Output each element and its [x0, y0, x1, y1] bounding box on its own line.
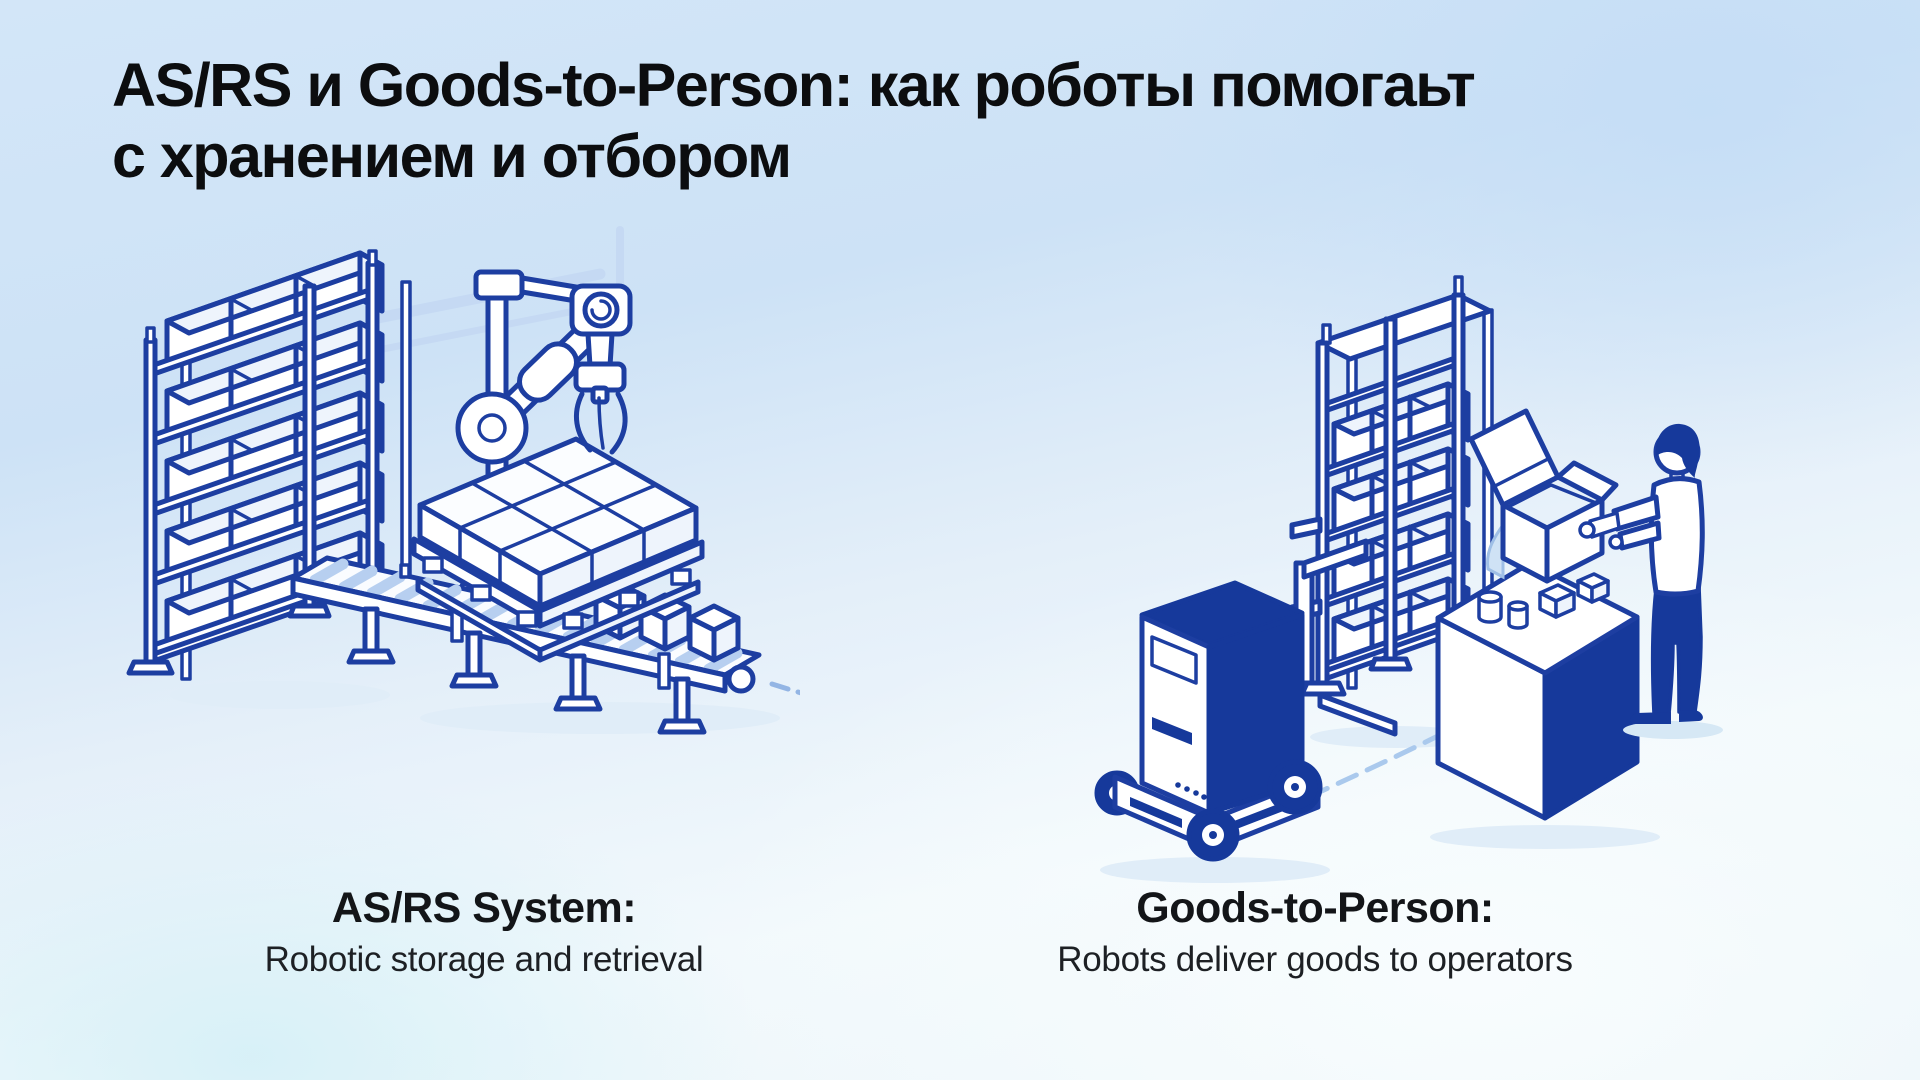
asrs-caption-subtitle: Robotic storage and retrieval	[264, 940, 704, 979]
operator-shoe	[1630, 712, 1671, 724]
asrs-caption: AS/RS System: Robotic storage and retrie…	[134, 884, 834, 980]
gtp-caption-heading: Goods-to-Person:	[1136, 884, 1494, 932]
gripper-claws	[574, 385, 628, 455]
operator-hand	[1608, 534, 1624, 550]
robot-arm-bracket	[473, 269, 525, 301]
conveyor-legs	[346, 605, 707, 735]
page-title: AS/RS и Goods-to-Person: как роботы помо…	[112, 50, 1612, 193]
rack-post	[365, 260, 380, 588]
agv-vent-slot	[1152, 717, 1192, 745]
open-box	[1468, 408, 1619, 584]
operator-torso	[1648, 476, 1705, 597]
robot-arm-sleeve	[517, 341, 579, 403]
rack-post	[1451, 292, 1466, 638]
goods-to-person-illustration	[1094, 275, 1723, 883]
page-title-line2: с хранением и отбором	[112, 122, 792, 191]
page-title-line1: AS/RS и Goods-to-Person: как роботы помо…	[112, 51, 1476, 119]
pallet-load	[411, 436, 705, 663]
operator-shoe	[1679, 710, 1703, 722]
table-items	[1477, 572, 1610, 630]
robot-arm-forearm	[585, 331, 615, 369]
operator-hand	[1578, 521, 1596, 539]
operator-arm	[1617, 520, 1662, 551]
agv-robot	[1094, 538, 1369, 862]
storage-rack	[1289, 275, 1553, 737]
operator-person	[1578, 423, 1723, 739]
asrs-caption-heading: AS/RS System:	[331, 884, 637, 932]
rack-top-cap	[1315, 292, 1493, 362]
agv-indicator-dots	[1175, 782, 1207, 800]
pallet-base	[411, 536, 705, 663]
open-box-flap	[1468, 408, 1561, 508]
rack-post	[143, 337, 158, 665]
pallet-box-grid	[458, 459, 658, 554]
rack-post	[1315, 340, 1330, 686]
gtp-caption: Goods-to-Person: Robots deliver goods to…	[965, 884, 1665, 980]
agv-sensor-window	[1150, 635, 1198, 685]
asrs-illustration	[126, 226, 800, 735]
storage-rack	[126, 249, 412, 681]
operator-hair	[1655, 423, 1700, 478]
agv-fork-arm	[1301, 538, 1369, 580]
picking-workstation	[1435, 408, 1640, 821]
rack-post	[1383, 316, 1398, 662]
conveyor-end-roller	[726, 664, 756, 694]
rack-post	[302, 283, 317, 609]
gtp-caption-subtitle: Robots deliver goods to operators	[1057, 940, 1573, 979]
floor-shadows	[1100, 726, 1660, 883]
operator-pants	[1650, 584, 1703, 716]
